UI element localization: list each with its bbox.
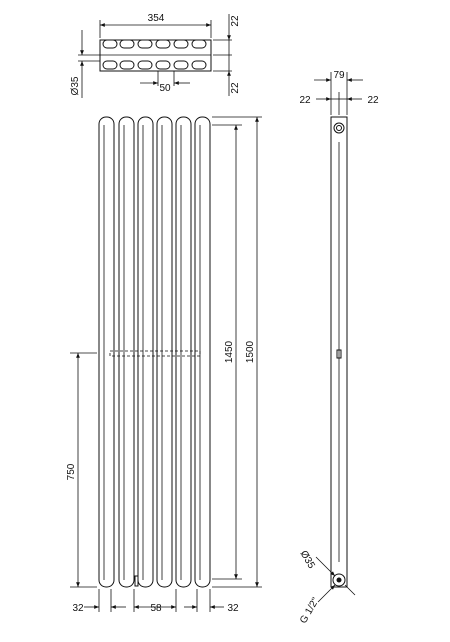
dim-label-22-bottom: 22 [230,82,241,94]
tube-oval [102,60,118,70]
top-fitting-circle [333,122,345,134]
side-view: 79 22 22 Ø35 G 1/2" [298,70,379,626]
dim-label-valve-dia35: Ø35 [298,549,317,571]
radiator-tube [118,116,135,588]
radiator-tube [156,116,173,588]
radiator-tube [137,116,154,588]
tube-oval [137,39,153,49]
tube-oval [173,39,189,49]
radiator-tube [194,116,211,588]
dim-label-750: 750 [66,463,77,480]
radiator-tube [98,116,115,588]
dim-label-354: 354 [148,13,165,24]
radiator-tube [175,116,192,588]
tube-oval [155,60,171,70]
dim-label-32-left: 32 [72,603,84,614]
dim-label-1450: 1450 [224,340,235,363]
side-bracket [336,349,342,359]
valve-circle [332,573,346,587]
dim-label-dia35: Ø35 [70,76,81,95]
dim-label-50: 50 [159,83,171,94]
top-view-upper-tubes [102,39,207,49]
valve-stub [134,575,139,587]
dim-label-1500: 1500 [245,340,256,363]
front-view: 1450 1500 750 32 58 32 [66,116,262,614]
front-view-tubes [98,116,211,588]
dim-label-32-right: 32 [227,603,239,614]
dim-label-22-top: 22 [230,15,241,27]
valve-centre [336,577,342,583]
top-fitting-inner [336,125,342,131]
wall-bracket [109,350,201,357]
tube-oval [191,39,207,49]
leader-g-half-tail [344,584,356,596]
dim-label-22-right: 22 [367,95,379,106]
leader-dia35 [315,556,336,577]
dim-label-22-left: 22 [299,95,311,106]
tube-oval [191,60,207,70]
top-view-lower-tubes [102,60,207,70]
leader-g-half [317,584,336,603]
side-view-outline [330,116,348,588]
tube-oval [137,60,153,70]
top-view: 354 22 22 Ø35 50 [70,13,241,98]
top-view-outline [99,39,212,72]
tube-oval [173,60,189,70]
tube-oval [155,39,171,49]
dim-label-valve-thread: G 1/2" [298,595,322,625]
dim-label-79: 79 [333,70,345,81]
tube-oval [119,39,135,49]
tube-oval [102,39,118,49]
dim-label-58: 58 [150,603,162,614]
tube-oval [119,60,135,70]
